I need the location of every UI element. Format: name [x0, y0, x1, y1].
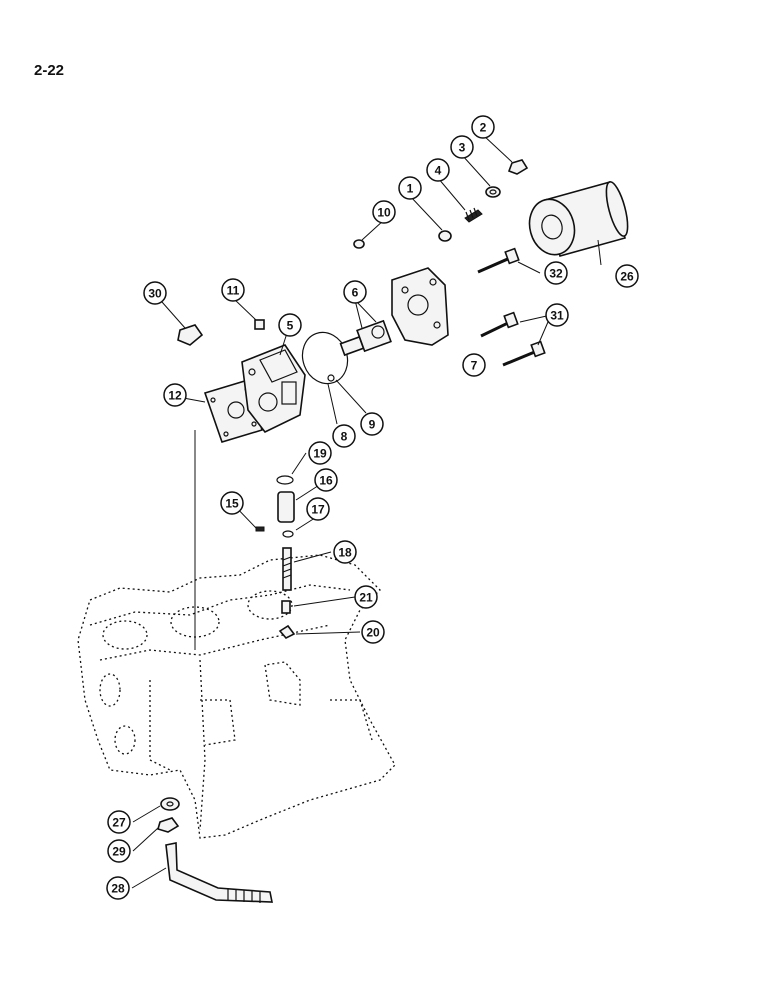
callout-label: 6 — [352, 286, 359, 300]
callout-circle — [106, 876, 130, 900]
lower-parts — [157, 797, 273, 903]
callout-circle — [372, 200, 396, 224]
pump-cover-part — [391, 267, 449, 346]
rotor-assembly-part — [339, 319, 392, 357]
callout-label: 30 — [148, 287, 162, 301]
callout-circle — [426, 158, 450, 182]
callout-label: 27 — [112, 816, 126, 830]
callout-circle — [314, 468, 338, 492]
callout-label: 18 — [338, 546, 352, 560]
callout-18: 18 — [333, 540, 357, 564]
callout-label: 17 — [311, 503, 325, 517]
callout-circle — [107, 839, 131, 863]
callout-circle — [471, 115, 495, 139]
nut-part — [507, 159, 529, 175]
callout-5: 5 — [278, 313, 302, 337]
callout-4: 4 — [426, 158, 450, 182]
callout-21: 21 — [354, 585, 378, 609]
callout-30: 30 — [143, 281, 167, 305]
callout-10: 10 — [372, 200, 396, 224]
callout-20: 20 — [361, 620, 385, 644]
callout-label: 29 — [112, 845, 126, 859]
callout-label: 26 — [620, 270, 634, 284]
oil-filter-part — [528, 181, 629, 257]
callout-circle — [361, 620, 385, 644]
callout-label: 4 — [435, 164, 442, 178]
callout-label: 5 — [287, 319, 294, 333]
engine-block-outline — [77, 554, 396, 839]
callout-29: 29 — [107, 839, 131, 863]
plug-part — [353, 239, 365, 249]
callout-label: 12 — [168, 389, 182, 403]
callout-3: 3 — [450, 135, 474, 159]
callout-circle — [332, 424, 356, 448]
callout-12: 12 — [163, 383, 187, 407]
callout-circle — [143, 281, 167, 305]
pickup-stack-parts — [255, 475, 296, 639]
callout-27: 27 — [107, 810, 131, 834]
callout-label: 21 — [359, 591, 373, 605]
callout-7: 7 — [462, 353, 486, 377]
callout-circle — [398, 176, 422, 200]
callout-28: 28 — [106, 876, 130, 900]
relief-valve-parts — [177, 159, 529, 346]
bolts-part — [477, 247, 546, 367]
callout-26: 26 — [615, 264, 639, 288]
page-number: 2-22 — [34, 62, 65, 79]
callout-circle — [221, 278, 245, 302]
callout-16: 16 — [314, 468, 338, 492]
callout-19: 19 — [308, 441, 332, 465]
callout-label: 2 — [480, 121, 487, 135]
callout-9: 9 — [360, 412, 384, 436]
callout-circle — [354, 585, 378, 609]
callout-label: 32 — [549, 267, 563, 281]
callout-label: 19 — [313, 447, 327, 461]
callout-17: 17 — [306, 497, 330, 521]
washer-part — [485, 186, 501, 198]
plunger-part — [438, 230, 452, 242]
fitting-part — [254, 319, 265, 330]
callout-label: 7 — [471, 359, 478, 373]
callout-32: 32 — [544, 261, 568, 285]
sensor-part — [177, 324, 204, 346]
callout-2: 2 — [471, 115, 495, 139]
callout-circle — [360, 412, 384, 436]
callout-circle — [450, 135, 474, 159]
callout-label: 20 — [366, 626, 380, 640]
leader-lines — [131, 134, 602, 889]
callout-circle — [163, 383, 187, 407]
callout-1: 1 — [398, 176, 422, 200]
callout-label: 9 — [369, 418, 376, 432]
callout-31: 31 — [545, 303, 569, 327]
callout-6: 6 — [343, 280, 367, 304]
callout-circle — [615, 264, 639, 288]
callout-circle — [308, 441, 332, 465]
callout-label: 8 — [341, 430, 348, 444]
callout-label: 3 — [459, 141, 466, 155]
callout-label: 11 — [227, 284, 240, 298]
callout-label: 16 — [319, 474, 333, 488]
callout-label: 15 — [225, 497, 239, 511]
callout-circle — [544, 261, 568, 285]
callout-15: 15 — [220, 491, 244, 515]
callout-11: 11 — [221, 278, 245, 302]
callout-circle — [107, 810, 131, 834]
callout-circle — [220, 491, 244, 515]
callout-circle — [306, 497, 330, 521]
callout-label: 1 — [407, 182, 414, 196]
callout-label: 28 — [111, 882, 125, 896]
callout-circle — [343, 280, 367, 304]
callout-group: 1234567891011121516171819202126272829303… — [106, 115, 639, 900]
callout-8: 8 — [332, 424, 356, 448]
pump-body-part — [241, 344, 306, 434]
callout-label: 10 — [377, 206, 391, 220]
callout-label: 31 — [550, 309, 564, 323]
callout-circle — [545, 303, 569, 327]
callout-circle — [278, 313, 302, 337]
ring-clip-part — [327, 374, 335, 382]
callout-circle — [462, 353, 486, 377]
callout-circle — [333, 540, 357, 564]
